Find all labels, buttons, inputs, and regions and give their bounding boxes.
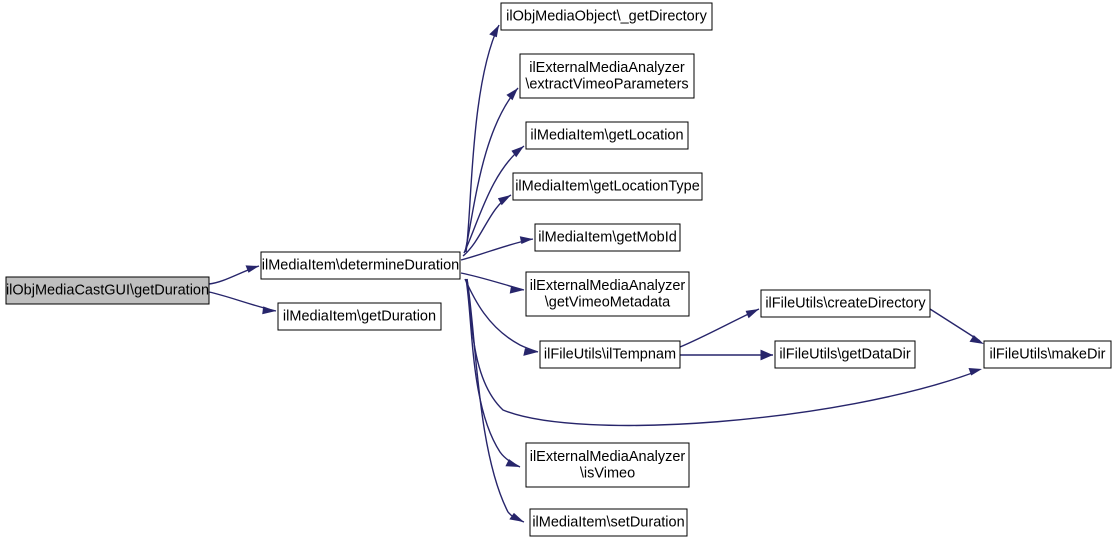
node-box[interactable] — [5, 276, 210, 305]
arrowhead-icon — [245, 265, 259, 273]
node-getlocation[interactable]: ilMediaItem\getLocation — [525, 121, 689, 150]
node-box[interactable] — [529, 508, 688, 537]
node-createdirectory[interactable]: ilFileUtils\createDirectory — [760, 289, 931, 318]
node-box[interactable] — [539, 340, 681, 369]
arrowhead-icon — [745, 309, 759, 319]
arrowhead-icon — [760, 349, 773, 361]
edge-determineduration-to-makedir — [466, 278, 982, 427]
node-determineduration[interactable]: ilMediaItem\determineDuration — [260, 251, 461, 280]
node-getduration[interactable]: ilMediaItem\getDuration — [277, 302, 442, 331]
node-getvimeometadata[interactable]: ilExternalMediaAnalyzer\getVimeoMetadata — [525, 271, 690, 317]
node-box[interactable] — [525, 121, 689, 150]
node-setduration[interactable]: ilMediaItem\setDuration — [529, 508, 688, 537]
edge-line — [465, 278, 521, 468]
node-makedir[interactable]: ilFileUtils\makeDir — [983, 340, 1112, 369]
node-box[interactable] — [525, 271, 690, 317]
arrowhead-icon — [262, 306, 276, 315]
edge-determineduration-to-getvimeometadata — [460, 272, 525, 294]
node-box[interactable] — [277, 302, 442, 331]
edge-determineduration-to-setduration — [466, 278, 525, 523]
edge-determineduration-to-isvimeo — [465, 278, 521, 468]
node-box[interactable] — [983, 340, 1112, 369]
arrowhead-icon — [523, 348, 538, 356]
node-root[interactable]: ilObjMediaCastGUI\getDuration — [5, 276, 210, 305]
node-box[interactable] — [760, 289, 931, 318]
arrowhead-icon — [519, 236, 533, 244]
edge-line — [463, 145, 525, 254]
arrowhead-icon — [489, 25, 499, 38]
nodes-layer: ilObjMediaCastGUI\getDuration ilMediaItem… — [5, 2, 1112, 537]
node-box[interactable] — [519, 53, 695, 99]
arrowhead-icon — [969, 335, 984, 344]
edge-determineduration-to-getlocation — [463, 145, 525, 254]
node-extractvimeoparameters[interactable]: ilExternalMediaAnalyzer\extractVimeoPara… — [519, 53, 695, 99]
edge-line — [464, 87, 519, 253]
node-box[interactable] — [525, 442, 690, 488]
arrowhead-icon — [509, 512, 524, 522]
node-getmobid[interactable]: ilMediaItem\getMobId — [534, 223, 681, 252]
edge-root-to-getduration — [208, 291, 277, 315]
node-box[interactable] — [534, 223, 681, 252]
edge-line — [466, 278, 976, 427]
arrowhead-icon — [506, 88, 518, 101]
node-box[interactable] — [500, 2, 713, 31]
edge-line — [929, 308, 981, 342]
arrowhead-icon — [511, 146, 524, 158]
node-getlocationtype[interactable]: ilMediaItem\getLocationType — [512, 172, 703, 201]
node-box[interactable] — [774, 340, 916, 369]
node-getdirectory[interactable]: ilObjMediaObject\_getDirectory — [500, 2, 713, 31]
edge-createdirectory-to-makedir — [929, 308, 984, 344]
node-getdatadir[interactable]: ilFileUtils\getDataDir — [774, 340, 916, 369]
arrowhead-icon — [968, 368, 982, 376]
arrowhead-icon — [505, 459, 520, 467]
edge-iltempnam-to-createdirectory — [679, 308, 760, 348]
node-isvimeo[interactable]: ilExternalMediaAnalyzer\isVimeo — [525, 442, 690, 488]
edge-determineduration-to-extractvimeoparameters — [464, 87, 519, 253]
node-iltempnam[interactable]: ilFileUtils\ilTempnam — [539, 340, 681, 369]
edge-iltempnam-to-getdatadir — [680, 349, 773, 361]
edge-determineduration-to-getmobid — [460, 236, 534, 261]
edges-layer — [208, 24, 984, 523]
edge-determineduration-to-getdirectory — [465, 24, 500, 253]
arrowhead-icon — [509, 285, 524, 294]
edge-determineduration-to-getlocationtype — [462, 194, 512, 257]
node-box[interactable] — [512, 172, 703, 201]
node-box[interactable] — [260, 251, 461, 280]
edge-root-to-determineduration — [208, 265, 260, 285]
arrowhead-icon — [497, 195, 511, 206]
edge-line — [465, 24, 500, 253]
